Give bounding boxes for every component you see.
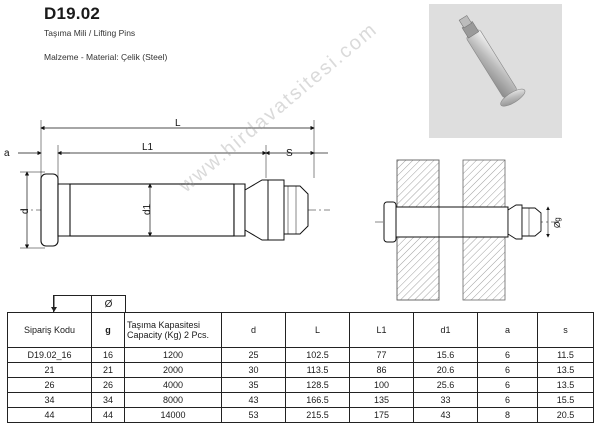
label-og: Øg xyxy=(553,217,562,228)
cell-d1: 20.6 xyxy=(413,362,478,378)
cell-s: 20.5 xyxy=(537,407,594,423)
cell-L: 215.5 xyxy=(285,407,350,423)
cell-L: 113.5 xyxy=(285,362,350,378)
technical-drawing: L L1 a S d d1 xyxy=(4,118,562,301)
cell-g: 26 xyxy=(91,377,125,393)
header-d1: d1 xyxy=(413,312,478,348)
cell-d: 35 xyxy=(221,377,286,393)
label-d1: d1 xyxy=(142,203,153,215)
product-material: Malzeme - Material: Çelik (Steel) xyxy=(44,52,168,62)
product-photo xyxy=(429,4,562,138)
diameter-symbol-cell: Ø xyxy=(91,295,126,313)
arrow-down-icon xyxy=(51,296,57,312)
cell-g: 16 xyxy=(91,347,125,363)
cell-s: 13.5 xyxy=(537,362,594,378)
spec-table: Sipariş Kodu g Taşıma Kapasitesi Capacit… xyxy=(7,312,594,423)
cell-d: 53 xyxy=(221,407,286,423)
cell-capacity: 1200 xyxy=(124,347,222,363)
cell-code: 34 xyxy=(7,392,92,408)
cell-capacity: 4000 xyxy=(124,377,222,393)
label-S: S xyxy=(286,148,293,159)
table-row: 26 26 4000 35 128.5 100 25.6 6 13.5 xyxy=(7,377,594,393)
cell-d: 43 xyxy=(221,392,286,408)
table-row: D19.02_16 16 1200 25 102.5 77 15.6 6 11.… xyxy=(7,347,594,363)
cell-g: 21 xyxy=(91,362,125,378)
product-code: D19.02 xyxy=(44,4,101,23)
cell-capacity: 8000 xyxy=(124,392,222,408)
cell-L1: 135 xyxy=(349,392,414,408)
cell-L: 102.5 xyxy=(285,347,350,363)
table-header-row: Sipariş Kodu g Taşıma Kapasitesi Capacit… xyxy=(7,312,594,348)
cell-s: 15.5 xyxy=(537,392,594,408)
cell-L1: 175 xyxy=(349,407,414,423)
cell-g: 44 xyxy=(91,407,125,423)
cell-d1: 43 xyxy=(413,407,478,423)
cell-L: 128.5 xyxy=(285,377,350,393)
header-g: g xyxy=(91,312,125,348)
cell-a: 6 xyxy=(477,377,538,393)
cell-code: D19.02_16 xyxy=(7,347,92,363)
table-row: 34 34 8000 43 166.5 135 33 6 15.5 xyxy=(7,392,594,408)
label-a: a xyxy=(4,148,10,159)
header-code: Sipariş Kodu xyxy=(7,312,92,348)
label-d: d xyxy=(20,208,31,214)
header-a: a xyxy=(477,312,538,348)
header-s: s xyxy=(537,312,594,348)
cell-code: 26 xyxy=(7,377,92,393)
header-L: L xyxy=(285,312,350,348)
label-L: L xyxy=(175,118,181,129)
table-row: 21 21 2000 30 113.5 86 20.6 6 13.5 xyxy=(7,362,594,378)
cell-L1: 100 xyxy=(349,377,414,393)
cell-a: 6 xyxy=(477,362,538,378)
product-subtitle: Taşıma Mili / Lifting Pins xyxy=(44,28,136,38)
dimension-a: a xyxy=(4,145,70,180)
code-arrow-box xyxy=(51,295,92,313)
cell-L: 166.5 xyxy=(285,392,350,408)
dimension-S: S xyxy=(265,148,328,159)
cell-d: 25 xyxy=(221,347,286,363)
cell-capacity: 2000 xyxy=(124,362,222,378)
header-d: d xyxy=(221,312,286,348)
cell-d: 30 xyxy=(221,362,286,378)
cell-g: 34 xyxy=(91,392,125,408)
cell-a: 6 xyxy=(477,347,538,363)
header-L1: L1 xyxy=(349,312,414,348)
label-L1: L1 xyxy=(142,142,154,153)
cell-a: 6 xyxy=(477,392,538,408)
dimension-L: L xyxy=(40,118,315,180)
assembly-section-view: Øg xyxy=(375,159,562,301)
cell-s: 11.5 xyxy=(537,347,594,363)
cell-capacity: 14000 xyxy=(124,407,222,423)
cell-d1: 25.6 xyxy=(413,377,478,393)
cell-code: 21 xyxy=(7,362,92,378)
cell-s: 13.5 xyxy=(537,377,594,393)
cell-code: 44 xyxy=(7,407,92,423)
cell-d1: 15.6 xyxy=(413,347,478,363)
cell-a: 8 xyxy=(477,407,538,423)
cell-d1: 33 xyxy=(413,392,478,408)
dimension-L1: L1 xyxy=(57,142,267,178)
cell-L1: 86 xyxy=(349,362,414,378)
pin-side-view: d1 xyxy=(20,173,330,247)
table-row: 44 44 14000 53 215.5 175 43 8 20.5 xyxy=(7,407,594,423)
header-capacity: Taşıma Kapasitesi Capacity (Kg) 2 Pcs. xyxy=(124,312,222,348)
cell-L1: 77 xyxy=(349,347,414,363)
